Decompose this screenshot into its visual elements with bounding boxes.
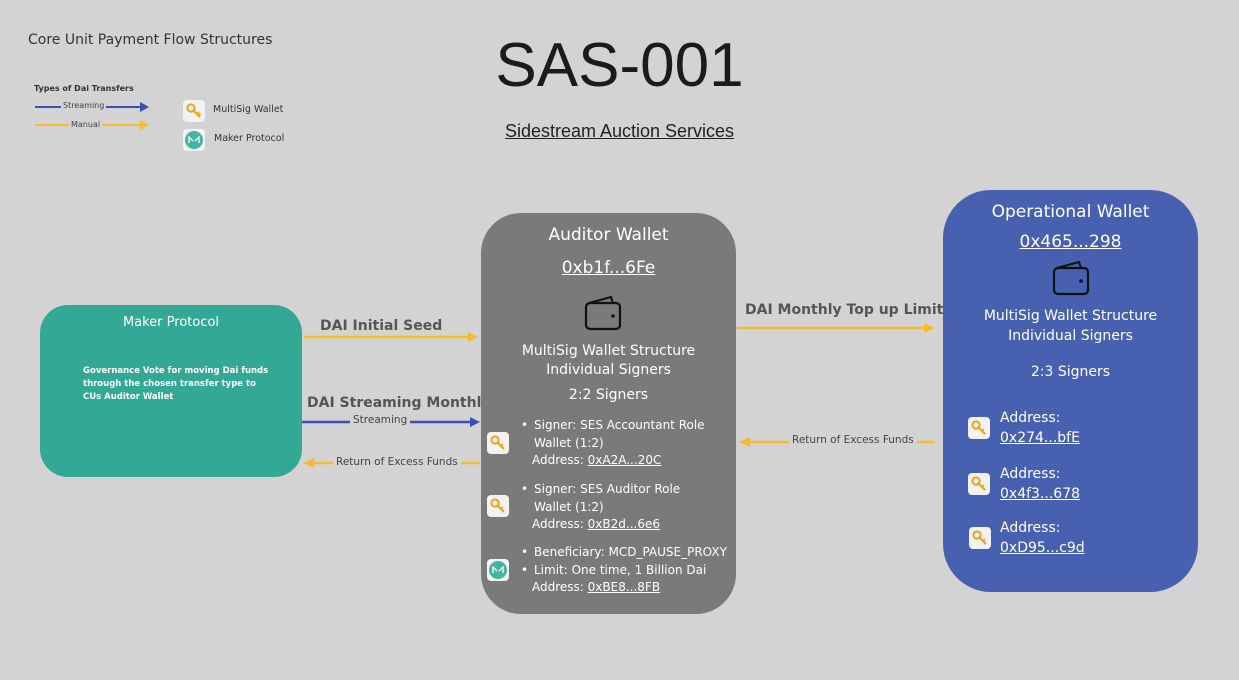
page-subtitle[interactable]: Sidestream Auction Services <box>504 121 735 141</box>
address-label: Address: <box>1000 410 1061 426</box>
key-icon <box>968 473 990 495</box>
auditor-signer-2: • Signer: SES Auditor Role Wallet (1:2) … <box>521 481 734 534</box>
auditor-beneficiary: • Beneficiary: MCD_PAUSE_PROXY •Limit: O… <box>521 544 734 597</box>
legend-streaming-label: Streaming <box>61 101 107 110</box>
flow-initial-seed-label: DAI Initial Seed <box>320 318 443 334</box>
address-label: Address: <box>1000 466 1061 482</box>
page-header-label: Core Unit Payment Flow Structures <box>28 32 273 48</box>
initial-seed-arrowhead <box>468 332 478 342</box>
maker-logo-icon <box>487 559 509 581</box>
beneficiary-line2: Limit: One time, 1 Billion Dai <box>534 562 707 577</box>
wallet-icon <box>1052 260 1090 300</box>
auditor-wallet-title: Auditor Wallet <box>548 225 669 245</box>
signer2-line1: Signer: SES Auditor Role <box>534 482 681 496</box>
operational-signers-count: 2:3 Signers <box>1030 364 1111 380</box>
key-icon <box>487 432 509 454</box>
beneficiary-line1: Beneficiary: MCD_PAUSE_PROXY <box>534 545 727 559</box>
key-icon <box>968 417 990 439</box>
legend-manual-label: Manual <box>69 120 103 129</box>
page-title: SAS-001 <box>495 31 744 100</box>
operational-address-3-value[interactable]: 0xD95...c9d <box>1000 540 1085 556</box>
topup-arrowhead <box>924 323 935 333</box>
flow-topup-label: DAI Monthly Top up Limit <box>745 302 944 318</box>
auditor-signer-1: • Signer: SES Accountant Role Wallet (1:… <box>521 417 734 470</box>
key-icon <box>487 495 509 517</box>
address-label: Address: <box>1000 520 1061 536</box>
flow-return-left-label: Return of Excess Funds <box>333 456 461 468</box>
operational-wallet-address[interactable]: 0x465...298 <box>1019 232 1122 252</box>
return-right-arrowhead <box>739 437 750 447</box>
wallet-icon <box>584 295 622 335</box>
maker-logo-icon <box>183 129 205 151</box>
signer2-address-prefix: Address: <box>532 517 588 531</box>
maker-protocol-title: Maker Protocol <box>122 315 220 330</box>
auditor-wallet-box: Auditor Wallet 0xb1f...6Fe MultiSig Wall… <box>481 213 736 614</box>
maker-protocol-box: Maker Protocol Governance Vote for movin… <box>40 305 302 477</box>
streaming-arrowhead <box>470 417 480 427</box>
signer2-address[interactable]: 0xB2d...6e6 <box>587 517 660 531</box>
key-icon <box>183 100 205 122</box>
operational-structure-line2: Individual Signers <box>1008 328 1133 344</box>
auditor-structure-line2: Individual Signers <box>546 362 671 378</box>
signer1-address-prefix: Address: <box>532 453 588 467</box>
operational-wallet-title: Operational Wallet <box>991 202 1150 222</box>
legend-title: Types of Dai Transfers <box>34 84 134 93</box>
beneficiary-address[interactable]: 0xBE8...8FB <box>587 580 661 594</box>
legend-maker-label: Maker Protocol <box>214 133 285 144</box>
signer1-line2: Wallet (1:2) <box>534 435 604 450</box>
key-icon <box>969 527 991 549</box>
flow-streaming-monthly-label: DAI Streaming Monthly <box>307 395 491 411</box>
signer1-line1: Signer: SES Accountant Role <box>534 418 705 432</box>
operational-address-1-value[interactable]: 0x274...bfE <box>1000 430 1080 446</box>
flow-return-right-label: Return of Excess Funds <box>789 434 917 446</box>
operational-address-2-value[interactable]: 0x4f3...678 <box>1000 486 1081 502</box>
operational-structure-line1: MultiSig Wallet Structure <box>983 308 1158 324</box>
operational-wallet-box: Operational Wallet 0x465...298 MultiSig … <box>943 190 1198 592</box>
auditor-signers-count: 2:2 Signers <box>568 387 649 403</box>
return-left-arrowhead <box>303 458 314 468</box>
operational-address-3: Address: 0xD95...c9d <box>1000 518 1085 558</box>
signer1-address[interactable]: 0xA2A...20C <box>587 453 662 467</box>
legend-manual-arrowhead <box>140 120 149 130</box>
legend-multisig-label: MultiSig Wallet <box>213 104 284 115</box>
maker-protocol-description: Governance Vote for moving Dai funds thr… <box>83 366 269 402</box>
beneficiary-address-prefix: Address: <box>532 580 588 594</box>
operational-address-2: Address: 0x4f3...678 <box>1000 464 1080 504</box>
auditor-structure-line1: MultiSig Wallet Structure <box>521 343 696 359</box>
flow-streaming-tag: Streaming <box>350 414 411 426</box>
operational-address-1: Address: 0x274...bfE <box>1000 408 1080 448</box>
signer2-line2: Wallet (1:2) <box>534 499 604 514</box>
auditor-wallet-address[interactable]: 0xb1f...6Fe <box>561 258 656 278</box>
legend-streaming-arrowhead <box>140 102 149 112</box>
